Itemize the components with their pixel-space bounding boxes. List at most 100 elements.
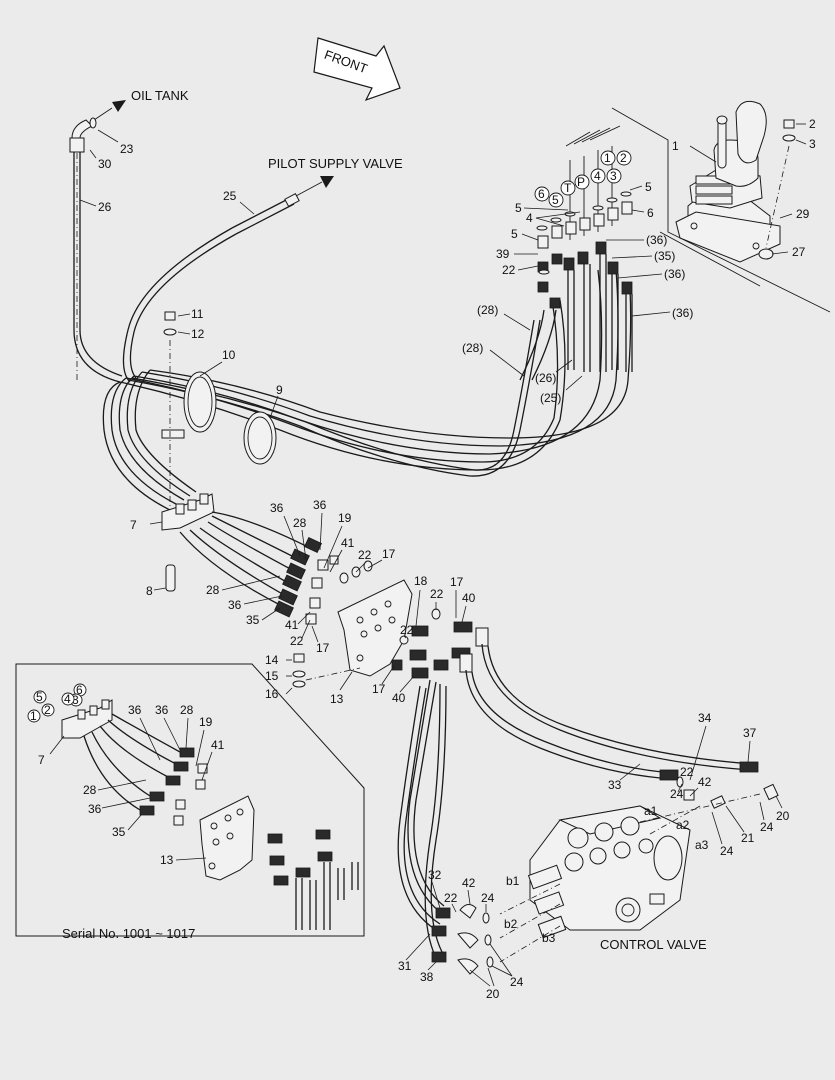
port-2: 2 xyxy=(620,151,627,165)
oil-tank-label: OIL TANK xyxy=(131,88,189,103)
port-p: P xyxy=(577,175,585,189)
svg-text:(26): (26) xyxy=(535,371,556,385)
svg-text:16: 16 xyxy=(265,687,279,701)
svg-text:(35): (35) xyxy=(654,249,675,263)
hose-26 xyxy=(69,117,123,383)
svg-text:23: 23 xyxy=(120,142,134,156)
svg-text:40: 40 xyxy=(462,591,476,605)
svg-text:36: 36 xyxy=(270,501,284,515)
valve-labels: 34 37 33 22 42 24 a1 a2 a3 24 21 24 20 b… xyxy=(398,711,790,1001)
middle-labels: 36 28 36 19 41 22 17 28 36 35 41 22 17 1… xyxy=(206,498,476,705)
svg-text:22: 22 xyxy=(358,548,372,562)
svg-text:20: 20 xyxy=(486,987,500,1001)
svg-text:41: 41 xyxy=(211,738,225,752)
svg-text:5: 5 xyxy=(645,180,652,194)
svg-text:24: 24 xyxy=(510,975,524,989)
svg-text:22: 22 xyxy=(400,623,414,637)
svg-text:7: 7 xyxy=(38,753,45,767)
svg-text:(36): (36) xyxy=(672,306,693,320)
svg-text:a3: a3 xyxy=(695,838,709,852)
hoses-to-bracket xyxy=(179,511,311,607)
hose-25 xyxy=(122,192,300,383)
svg-text:35: 35 xyxy=(246,613,260,627)
inset-port-1: 1 xyxy=(30,709,37,723)
svg-text:4: 4 xyxy=(526,211,533,225)
serial-label: Serial No. 1001 ~ 1017 xyxy=(62,926,195,941)
block-7: 7 8 xyxy=(130,493,215,598)
svg-text:28: 28 xyxy=(180,703,194,717)
oil-tank-arrow: OIL TANK xyxy=(87,88,189,125)
svg-text:3: 3 xyxy=(809,137,816,151)
control-valve xyxy=(499,793,761,963)
inset-port-3: 3 xyxy=(72,693,79,707)
pilot-supply-arrow: PILOT SUPPLY VALVE xyxy=(268,156,403,197)
port-4: 4 xyxy=(594,169,601,183)
svg-text:31: 31 xyxy=(398,959,412,973)
svg-text:36: 36 xyxy=(128,703,142,717)
svg-text:28: 28 xyxy=(206,583,220,597)
svg-text:12: 12 xyxy=(191,327,205,341)
inset-port-4: 4 xyxy=(64,692,71,706)
port-markers: 6 5 T P 4 3 1 2 xyxy=(534,150,632,208)
svg-text:b1: b1 xyxy=(506,874,520,888)
svg-text:24: 24 xyxy=(720,844,734,858)
svg-text:36: 36 xyxy=(155,703,169,717)
svg-text:17: 17 xyxy=(450,575,464,589)
svg-text:32: 32 xyxy=(428,868,442,882)
svg-text:18: 18 xyxy=(414,574,428,588)
svg-text:41: 41 xyxy=(285,618,299,632)
svg-text:22: 22 xyxy=(290,634,304,648)
clamp-9: 9 xyxy=(243,383,283,465)
svg-text:b3: b3 xyxy=(542,931,556,945)
svg-text:11: 11 xyxy=(191,307,204,321)
svg-text:b2: b2 xyxy=(504,917,518,931)
pilot-joystick xyxy=(611,100,831,313)
bolt-14: 14 15 16 xyxy=(265,653,306,701)
svg-text:8: 8 xyxy=(146,584,153,598)
svg-text:19: 19 xyxy=(338,511,352,525)
svg-text:19: 19 xyxy=(199,715,213,729)
bracket-13: 13 xyxy=(305,579,413,706)
svg-text:22: 22 xyxy=(680,765,694,779)
control-valve-label: CONTROL VALVE xyxy=(600,937,707,952)
svg-text:(28): (28) xyxy=(477,303,498,317)
svg-text:39: 39 xyxy=(496,247,510,261)
svg-text:20: 20 xyxy=(776,809,790,823)
svg-text:42: 42 xyxy=(698,775,712,789)
svg-text:35: 35 xyxy=(112,825,126,839)
svg-text:28: 28 xyxy=(83,783,97,797)
svg-text:(28): (28) xyxy=(462,341,483,355)
clamp-10: 10 xyxy=(161,348,236,439)
svg-text:24: 24 xyxy=(481,891,495,905)
inset-port-5: 5 xyxy=(36,690,43,704)
svg-text:17: 17 xyxy=(316,641,330,655)
svg-text:40: 40 xyxy=(392,691,406,705)
port-6: 6 xyxy=(538,187,545,201)
svg-text:36: 36 xyxy=(88,802,102,816)
svg-text:38: 38 xyxy=(420,970,434,984)
svg-text:6: 6 xyxy=(647,206,654,220)
svg-text:33: 33 xyxy=(608,778,622,792)
svg-text:10: 10 xyxy=(222,348,236,362)
svg-text:22: 22 xyxy=(430,587,444,601)
svg-text:28: 28 xyxy=(293,516,307,530)
svg-text:(36): (36) xyxy=(664,267,685,281)
svg-text:36: 36 xyxy=(228,598,242,612)
inset-port-2: 2 xyxy=(44,703,51,717)
svg-text:13: 13 xyxy=(330,692,344,706)
svg-text:37: 37 xyxy=(743,726,757,740)
svg-text:29: 29 xyxy=(796,207,810,221)
svg-text:14: 14 xyxy=(265,653,279,667)
svg-text:36: 36 xyxy=(313,498,327,512)
svg-text:(36): (36) xyxy=(646,233,667,247)
joystick-ports xyxy=(519,125,633,381)
svg-text:(25): (25) xyxy=(540,391,561,405)
svg-text:25: 25 xyxy=(223,189,237,203)
svg-text:17: 17 xyxy=(372,682,386,696)
inset-port-6: 6 xyxy=(76,683,83,697)
top-labels: 1 2 3 5 6 29 27 5 4 5 39 22 (36) (35) (3… xyxy=(79,117,816,405)
svg-text:22: 22 xyxy=(444,891,458,905)
svg-text:9: 9 xyxy=(276,383,283,397)
pilot-supply-label: PILOT SUPPLY VALVE xyxy=(268,156,403,171)
svg-text:1: 1 xyxy=(672,139,679,153)
